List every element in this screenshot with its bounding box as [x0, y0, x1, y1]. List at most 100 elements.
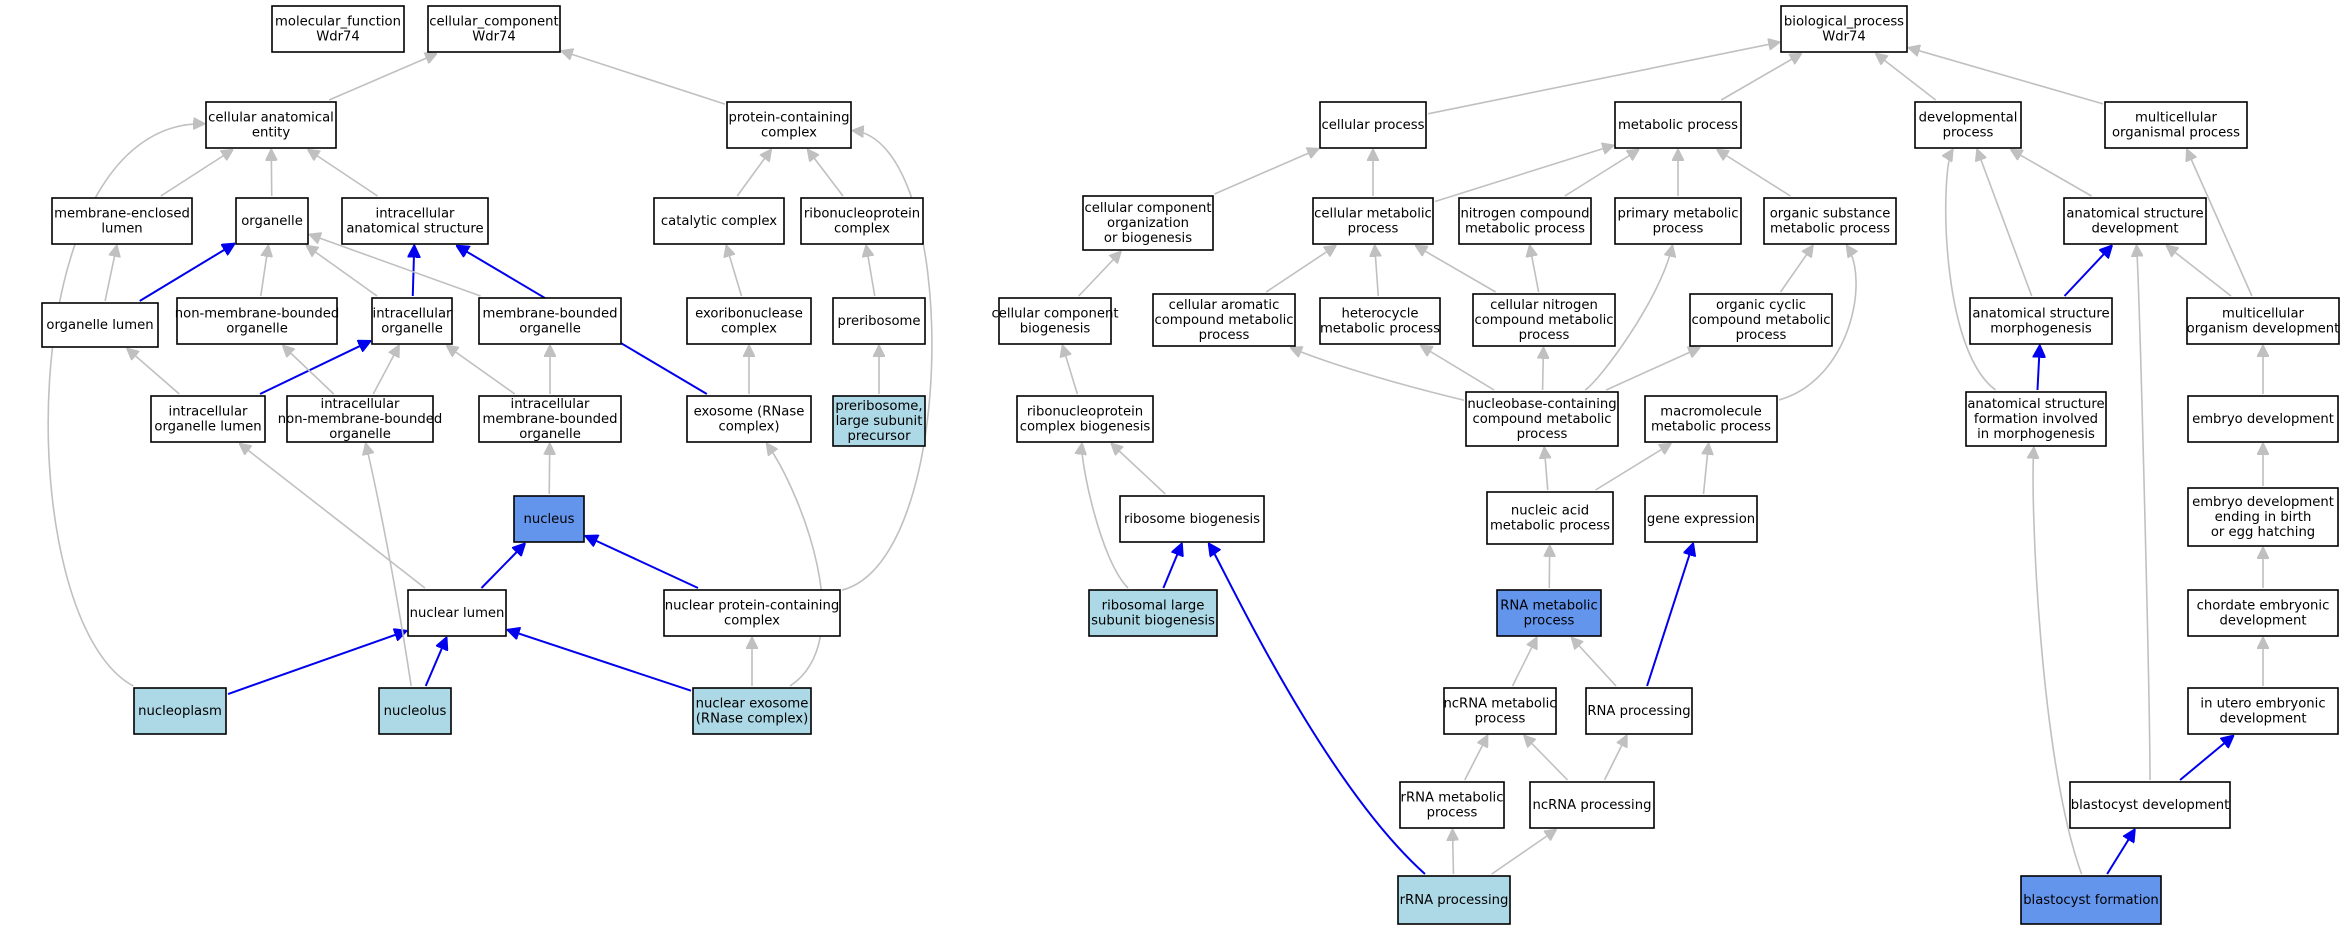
- node-label: Wdr74: [316, 30, 360, 45]
- node-ge[interactable]: gene expression: [1644, 495, 1758, 543]
- node-label: ncRNA processing: [1533, 798, 1652, 813]
- node-catcomp[interactable]: catalytic complex: [653, 197, 785, 245]
- node-rrnap[interactable]: rRNA processing: [1397, 875, 1511, 925]
- node-ribob[interactable]: ribosome biogenesis: [1119, 495, 1265, 543]
- node-box: [1585, 687, 1693, 735]
- edge-rnpcb-to-ccb: [1063, 346, 1079, 395]
- node-nucleolus[interactable]: nucleolus: [378, 687, 452, 735]
- node-ed[interactable]: embryo development: [2187, 395, 2339, 443]
- node-nucleus[interactable]: nucleus: [513, 495, 585, 543]
- node-label: heterocycle: [1341, 307, 1418, 322]
- node-label: organelle: [329, 427, 391, 442]
- node-label: molecular_function: [275, 15, 401, 30]
- node-mp[interactable]: metabolic process: [1614, 101, 1742, 149]
- node-label: RNA processing: [1587, 704, 1690, 719]
- node-label: organismal process: [2112, 126, 2240, 141]
- edge-layer: [47, 42, 2263, 875]
- node-label: nitrogen compound: [1460, 207, 1589, 222]
- node-box: [1399, 781, 1505, 829]
- node-box: [1119, 495, 1265, 543]
- node-rnap[interactable]: RNA processing: [1585, 687, 1693, 735]
- node-bf[interactable]: blastocyst formation: [2020, 875, 2162, 925]
- node-nucleoplasm[interactable]: nucleoplasm: [133, 687, 227, 735]
- node-cp[interactable]: cellular process: [1319, 101, 1427, 149]
- node-label: anatomical structure: [346, 222, 483, 237]
- edge-exoc-to-catcomp: [727, 246, 743, 297]
- node-label: biogenesis: [1020, 322, 1091, 337]
- node-box: [686, 395, 812, 443]
- node-label: development: [2092, 222, 2179, 237]
- node-box: [1614, 197, 1742, 245]
- node-box: [1689, 293, 1833, 347]
- node-organelle[interactable]: organelle: [235, 197, 309, 245]
- node-label: cellular anatomical: [208, 111, 334, 126]
- node-inmbo[interactable]: intracellularnon-membrane-boundedorganel…: [278, 395, 442, 443]
- node-box: [1397, 875, 1511, 925]
- node-nlumen[interactable]: nuclear lumen: [407, 589, 507, 637]
- node-ncrnap[interactable]: ncRNA processing: [1529, 781, 1655, 829]
- node-label: organism development: [2187, 322, 2340, 337]
- node-olumen[interactable]: organelle lumen: [41, 302, 159, 348]
- node-box: [271, 5, 405, 53]
- node-bd[interactable]: blastocyst development: [2069, 781, 2231, 829]
- edge-rrnap-to-ribob: [1209, 544, 1426, 875]
- node-box: [1965, 391, 2107, 447]
- node-box: [1914, 101, 2022, 149]
- edge-cae-to-cc_root: [328, 54, 436, 101]
- edge-bd-to-iued: [2179, 736, 2233, 781]
- node-label: in morphogenesis: [1977, 427, 2095, 442]
- node-label: metabolic process: [1651, 420, 1771, 435]
- node-label: cellular aromatic: [1169, 298, 1280, 313]
- node-box: [2187, 395, 2339, 443]
- node-label: metabolic process: [1770, 222, 1890, 237]
- node-label: process: [1199, 328, 1250, 343]
- edge-bd-to-asd: [2137, 246, 2151, 781]
- node-prerib[interactable]: preribosome: [832, 297, 926, 345]
- node-nexo[interactable]: nuclear exosome(RNase complex): [692, 687, 812, 735]
